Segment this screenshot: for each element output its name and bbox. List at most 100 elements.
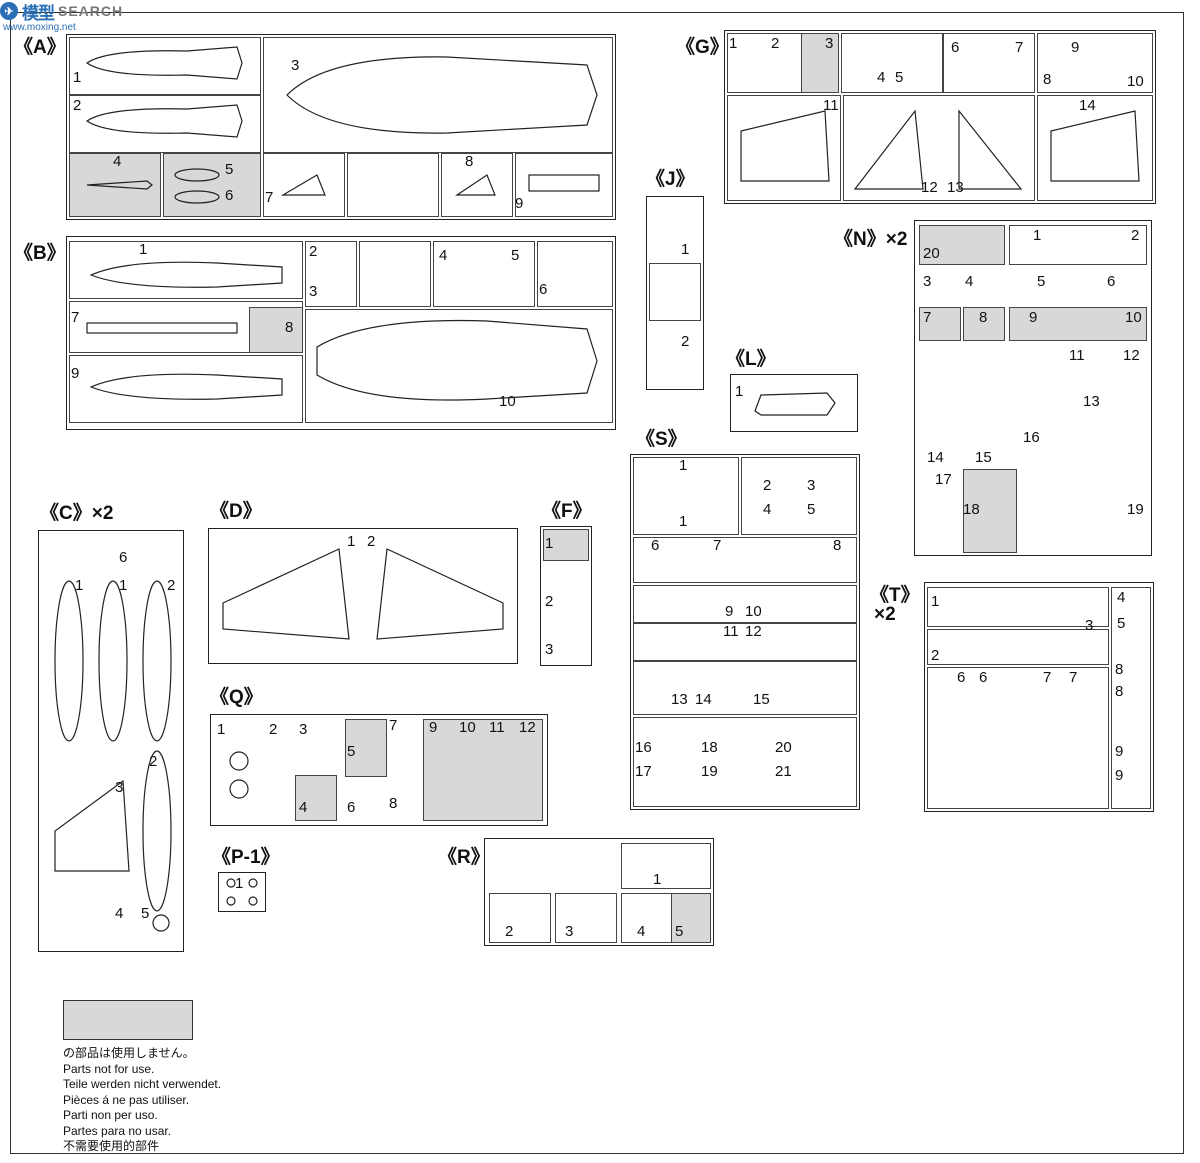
sprue-n-cell [1009, 225, 1147, 265]
part-number: 7 [923, 309, 932, 326]
part-number: 6 [951, 39, 960, 56]
group-label-l: 《L》 [726, 349, 776, 370]
group-label-b: 《B》 [14, 243, 66, 264]
sprue-a-cell [515, 153, 613, 217]
sprue-q-drawing [229, 751, 249, 799]
group-label-t-multiplier: ×2 [874, 604, 896, 625]
watermark-en: SEARCH [58, 3, 124, 19]
part-number: 12 [1123, 347, 1140, 364]
part-number: 2 [681, 333, 690, 350]
part-number: 4 [877, 69, 886, 86]
sprue-p: 1 [218, 872, 266, 912]
sprue-r: 1 2 3 4 5 [484, 838, 714, 946]
part-number: 1 [735, 383, 744, 400]
part-number: 1 [1033, 227, 1042, 244]
part-number: 15 [753, 691, 770, 708]
part-number: 5 [347, 743, 356, 760]
part-number: 2 [367, 533, 376, 550]
part-number: 8 [833, 537, 842, 554]
part-number: 1 [139, 241, 148, 258]
part-number: 1 [931, 593, 940, 610]
group-label-c: 《C》×2 [40, 503, 114, 524]
part-number: 7 [71, 309, 80, 326]
part-number: 8 [979, 309, 988, 326]
part-number: 4 [965, 273, 974, 290]
legend-text: の部品は使用しません。 Parts not for use. Teile wer… [63, 1046, 221, 1155]
part-number: 12 [921, 179, 938, 196]
group-label-f: 《F》 [542, 501, 592, 522]
sprue-g-cell [841, 33, 943, 93]
part-number: 8 [1115, 683, 1124, 700]
sprue-n-cell-unused [963, 469, 1017, 553]
part-number: 3 [291, 57, 300, 74]
sprue-a-cell-unused [69, 153, 161, 217]
part-number: 9 [515, 195, 524, 212]
part-number: 1 [545, 535, 554, 552]
part-number: 2 [309, 243, 318, 260]
part-number: 2 [167, 577, 176, 594]
sprue-d: 1 2 [208, 528, 518, 664]
part-number: 9 [71, 365, 80, 382]
part-number: 7 [713, 537, 722, 554]
group-label-p: 《P-1》 [212, 847, 280, 868]
part-number: 16 [635, 739, 652, 756]
part-number: 17 [635, 763, 652, 780]
part-number: 1 [347, 533, 356, 550]
part-number: 1 [235, 875, 244, 892]
part-number: 2 [763, 477, 772, 494]
part-number: 1 [119, 577, 128, 594]
part-number: 3 [825, 35, 834, 52]
part-number: 8 [1043, 71, 1052, 88]
part-number: 7 [265, 189, 274, 206]
part-number: 5 [141, 905, 150, 922]
sprue-n-cell-unused [919, 225, 1005, 265]
sprue-q-cell-unused [295, 775, 337, 821]
part-number: 3 [115, 779, 124, 796]
sprue-b-cell [305, 309, 613, 423]
part-number: 2 [771, 35, 780, 52]
part-number: 11 [489, 719, 505, 736]
sprue-s-cell [633, 457, 739, 535]
part-number: 1 [73, 69, 82, 86]
part-number: 11 [823, 97, 839, 114]
part-number: 5 [225, 161, 234, 178]
part-number: 6 [539, 281, 548, 298]
part-number: 20 [923, 245, 940, 262]
part-number: 3 [1085, 617, 1094, 634]
part-number: 3 [807, 477, 816, 494]
group-label-t: 《T》 [870, 585, 920, 606]
sprue-g: 1 2 3 4 5 6 7 8 9 10 11 12 13 14 [724, 30, 1156, 204]
part-number: 1 [75, 577, 84, 594]
part-number: 1 [729, 35, 738, 52]
part-number: 8 [1115, 661, 1124, 678]
sprue-b-drawing [86, 261, 598, 401]
sprue-q-cell-unused [345, 719, 387, 777]
part-number: 2 [505, 923, 514, 940]
part-number: 6 [957, 669, 966, 686]
sprue-t-cell [927, 587, 1109, 627]
part-number: 6 [1107, 273, 1116, 290]
legend-line: Partes para no usar. [63, 1123, 172, 1138]
part-number: 8 [285, 319, 294, 336]
sprue-s-cell [633, 537, 857, 583]
part-number: 6 [979, 669, 988, 686]
part-number: 17 [935, 471, 952, 488]
group-label-j: 《J》 [646, 169, 695, 190]
sprue-a-cell-unused [163, 153, 261, 217]
sprue-a-cell [263, 153, 345, 217]
part-number: 8 [465, 153, 474, 170]
part-number: 7 [1043, 669, 1052, 686]
sprue-b-cell [433, 241, 535, 307]
sprue-b-cell [69, 355, 303, 423]
part-number: 3 [299, 721, 308, 738]
sprue-t: 1 2 3 4 5 6 6 7 7 8 8 9 9 [924, 582, 1154, 812]
part-number: 4 [763, 501, 772, 518]
part-number: 21 [775, 763, 792, 780]
group-label-q: 《Q》 [210, 687, 263, 708]
part-number: 4 [637, 923, 646, 940]
sprue-r-cell [621, 843, 711, 889]
part-number: 15 [975, 449, 992, 466]
part-number: 1 [217, 721, 226, 738]
watermark: ✈ 模型 SEARCH [0, 0, 124, 23]
sprue-a-cell [69, 95, 261, 153]
